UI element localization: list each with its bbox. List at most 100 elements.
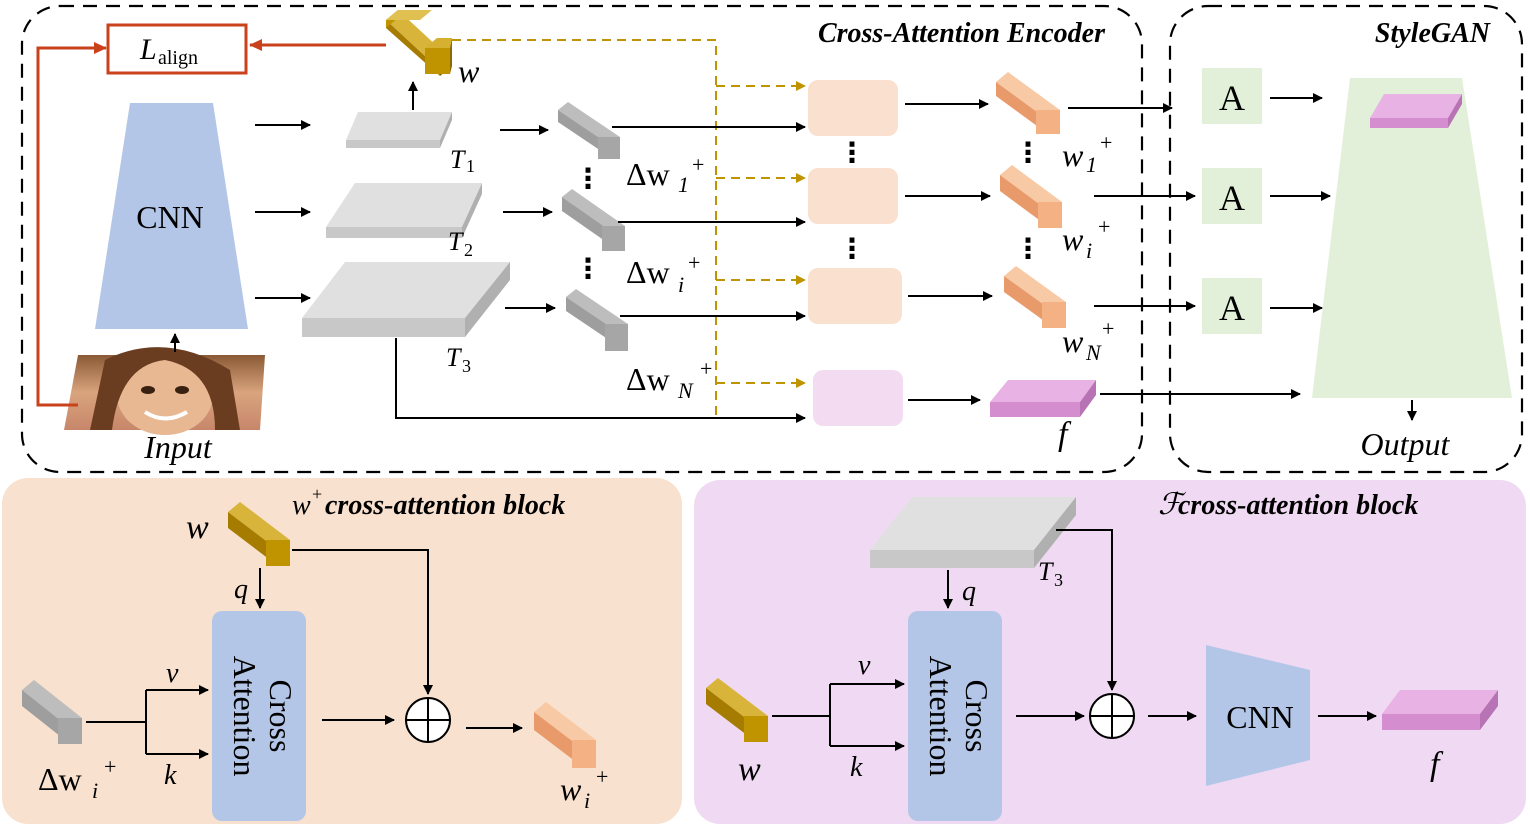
a-box-3	[1202, 278, 1262, 334]
dw1-token	[558, 102, 620, 159]
wi-plus-bar	[1000, 165, 1062, 228]
a-label-3: A	[1219, 288, 1245, 328]
wplus-in-label: Δw	[38, 761, 82, 797]
dwi-label: Δw	[626, 254, 670, 290]
a-box-2	[1202, 168, 1262, 224]
wplus-title-script: w	[292, 490, 311, 521]
t2-token	[326, 183, 482, 238]
wplus-in-sub: i	[92, 778, 98, 803]
t3-label: T	[446, 343, 462, 372]
wi-sub: i	[1086, 238, 1092, 263]
a-label-2: A	[1219, 178, 1245, 218]
dwN-sup: +	[700, 356, 712, 381]
wi-label: w	[1062, 221, 1084, 257]
output-label: Output	[1361, 426, 1451, 462]
wplus-out-label: w	[560, 771, 582, 807]
ca-block-i	[808, 168, 898, 224]
input-image	[64, 347, 265, 435]
arrow-t3-fblock	[395, 338, 806, 423]
t3-token	[302, 262, 510, 337]
loss-box	[106, 23, 248, 75]
dots-ca-2: ⋮	[838, 233, 866, 264]
f-ca-line2: Attention	[923, 656, 959, 777]
wN-label: w	[1062, 323, 1084, 359]
stylegan-f-bar	[1370, 94, 1462, 128]
f-label: f	[1058, 416, 1072, 453]
f-block	[813, 370, 903, 426]
wi-sup: +	[1098, 214, 1110, 239]
wplus-title-sup: +	[312, 484, 322, 504]
dwi-sub: i	[678, 272, 684, 297]
dots-dw-2: ⋮	[574, 253, 602, 284]
wplus-v-label: v	[166, 658, 179, 689]
f-ca-line1: Cross	[959, 680, 995, 753]
wplus-ca-line1: Cross	[263, 680, 299, 753]
f-t3-token	[870, 497, 1076, 568]
f-w-bar	[706, 678, 768, 742]
cnn-label: CNN	[136, 199, 204, 235]
dots-wplus-2: ⋮	[1014, 233, 1042, 264]
t2-sub: 2	[464, 240, 473, 260]
encoder-region	[20, 4, 1144, 474]
f-v-label: v	[858, 650, 871, 681]
dw1-sup: +	[692, 152, 704, 177]
input-label: Input	[143, 429, 213, 465]
t1-sub: 1	[466, 156, 475, 176]
f-cross-attention-box	[908, 611, 1002, 821]
wplus-title-text: cross-attention block	[325, 490, 565, 521]
wN-sup: +	[1102, 316, 1114, 341]
dots-dw-1: ⋮	[574, 163, 602, 194]
dw1-label: Δw	[626, 156, 670, 192]
stylegan-trapezoid	[1312, 78, 1512, 398]
wplus-out-sup: +	[596, 764, 608, 789]
wplus-w-label: w	[186, 509, 209, 546]
f-title-text: cross-attention block	[1178, 490, 1418, 521]
a-label-1: A	[1219, 78, 1245, 118]
f-t3-label: T	[1038, 557, 1054, 586]
f-t3-sub: 3	[1054, 570, 1063, 590]
w1-sub: 1	[1086, 152, 1097, 177]
f-w-label: w	[738, 751, 761, 788]
w1-label: w	[1062, 137, 1084, 173]
f-output-bar	[1382, 690, 1498, 730]
w-label: w	[458, 53, 480, 89]
wN-plus-bar	[1004, 266, 1066, 328]
f-k-label: k	[850, 752, 863, 783]
dwN-label: Δw	[626, 361, 670, 397]
w1-sup: +	[1100, 130, 1112, 155]
ca-block-1	[808, 80, 898, 136]
f-cnn-label: CNN	[1226, 699, 1294, 735]
a-box-1	[1202, 68, 1262, 124]
wplus-cross-attention-box	[212, 611, 306, 821]
dw1-sub: 1	[678, 172, 689, 197]
dwN-sub: N	[677, 378, 694, 403]
wplus-input-token	[22, 680, 82, 744]
t2-label: T	[448, 227, 464, 256]
f-skip-path	[1056, 529, 1117, 691]
wplus-out-sub: i	[584, 788, 590, 813]
loss-symbol: L	[139, 33, 157, 66]
dots-ca-1: ⋮	[838, 137, 866, 168]
w-bar	[386, 10, 452, 76]
encoder-title: Cross-Attention Encoder	[818, 18, 1106, 49]
wplus-ca-line2: Attention	[227, 656, 263, 777]
wN-sub: N	[1085, 340, 1102, 365]
f-block-panel	[694, 480, 1526, 824]
wplus-in-sup: +	[104, 754, 116, 779]
dwi-sup: +	[688, 250, 700, 275]
wplus-output-bar	[534, 702, 596, 768]
loss-path-input	[36, 42, 107, 407]
f-q-label: q	[962, 576, 976, 607]
w-dashed-path	[452, 39, 717, 418]
wplus-skip-path	[292, 549, 433, 695]
wplus-w-bar	[228, 502, 290, 566]
wplus-block-panel	[2, 478, 682, 824]
loss-subscript: align	[158, 47, 198, 69]
cnn-trapezoid	[95, 103, 248, 329]
t1-label: T	[450, 145, 466, 174]
wplus-q-label: q	[234, 574, 248, 605]
t1-token	[346, 112, 452, 148]
dwN-token	[566, 289, 628, 351]
wplus-k-label: k	[164, 760, 177, 791]
